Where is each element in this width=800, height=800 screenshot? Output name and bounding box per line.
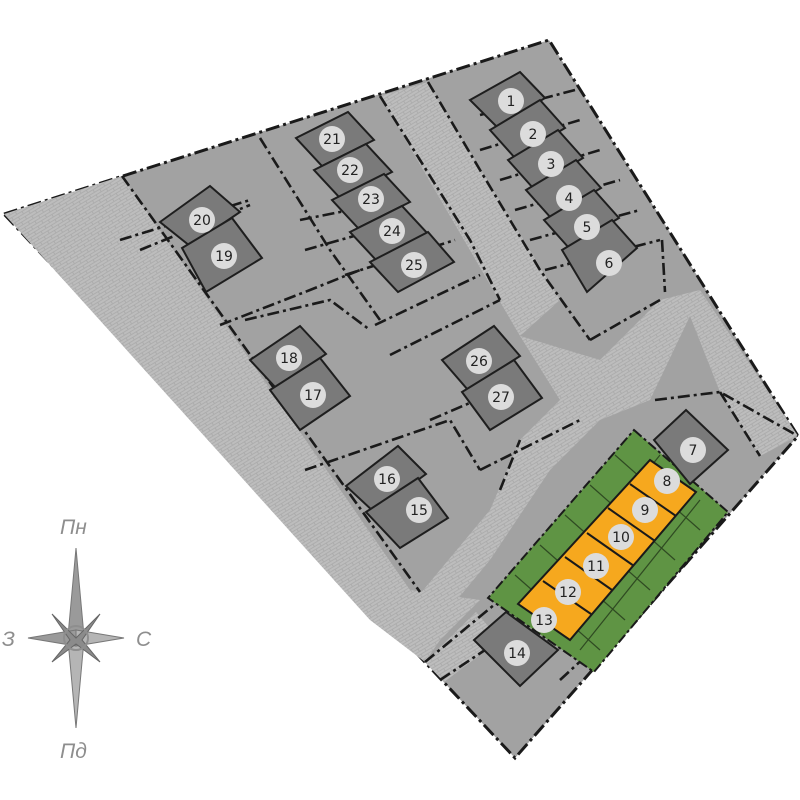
compass-north-arrow	[67, 547, 85, 637]
plot-badge	[583, 553, 609, 579]
plot-marker-20[interactable]: 20	[189, 207, 215, 233]
plot-marker-26[interactable]: 26	[466, 348, 492, 374]
plot-badge	[488, 384, 514, 410]
plot-number-label: 16	[378, 472, 396, 488]
road-west-diagonal	[4, 176, 480, 662]
plot-marker-8[interactable]: 8	[654, 468, 680, 494]
plot-marker-14[interactable]: 14	[504, 640, 530, 666]
plot-badge	[319, 126, 345, 152]
compass-south-arrow	[67, 639, 85, 729]
road-east-spur	[660, 290, 798, 456]
plot-marker-10[interactable]: 10	[608, 524, 634, 550]
plot-number-label: 17	[304, 388, 322, 404]
plot-marker-11[interactable]: 11	[583, 553, 609, 579]
road-loop-south	[415, 300, 690, 620]
plot-number-label: 26	[470, 354, 488, 370]
compass-label-south: Пд	[60, 740, 87, 763]
plot-marker-24[interactable]: 24	[379, 218, 405, 244]
plot-badge	[680, 437, 706, 463]
plot-badge	[406, 497, 432, 523]
plot-marker-4[interactable]: 4	[556, 185, 582, 211]
plot-marker-12[interactable]: 12	[555, 579, 581, 605]
plot-number-label: 9	[641, 503, 650, 519]
plot-number-label: 27	[492, 390, 510, 406]
plot-badge	[538, 151, 564, 177]
plot-badge	[374, 466, 400, 492]
road-central-vertical	[380, 82, 560, 336]
plot-number-label: 19	[215, 249, 233, 265]
plot-marker-27[interactable]: 27	[488, 384, 514, 410]
plot-badge	[401, 252, 427, 278]
plot-marker-3[interactable]: 3	[538, 151, 564, 177]
plot-number-label: 15	[410, 503, 428, 519]
plot-badge	[596, 250, 622, 276]
plot-marker-19[interactable]: 19	[211, 243, 237, 269]
plot-marker-22[interactable]: 22	[337, 157, 363, 183]
plot-number-label: 20	[193, 213, 211, 229]
plot-number-label: 25	[405, 258, 423, 274]
plot-badge	[337, 157, 363, 183]
plot-marker-7[interactable]: 7	[680, 437, 706, 463]
plot-number-label: 24	[383, 224, 401, 240]
territory-boundary	[1, 38, 800, 761]
plot-badge	[555, 579, 581, 605]
plot-number-label: 13	[535, 613, 553, 629]
compass-label-east: С	[136, 628, 152, 651]
plot-badge	[632, 497, 658, 523]
plot-badge	[300, 382, 326, 408]
plot-number-label: 11	[587, 559, 605, 575]
plot-number-label: 22	[341, 163, 359, 179]
compass-rose: Пн Пд З С	[2, 516, 152, 763]
plot-badge	[211, 243, 237, 269]
plot-marker-6[interactable]: 6	[596, 250, 622, 276]
plot-number-label: 21	[323, 132, 341, 148]
road-network	[4, 82, 798, 682]
plot-marker-25[interactable]: 25	[401, 252, 427, 278]
plot-marker-13[interactable]: 13	[531, 607, 557, 633]
plot-number-label: 23	[362, 192, 380, 208]
plot-number-label: 4	[565, 191, 574, 207]
plot-number-label: 3	[547, 157, 556, 173]
plot-number-label: 1	[507, 94, 516, 110]
plot-number-label: 8	[663, 474, 672, 490]
compass-label-west: З	[2, 628, 15, 651]
plot-number-label: 14	[508, 646, 526, 662]
plot-marker-17[interactable]: 17	[300, 382, 326, 408]
plot-badges: 1234567891011121314151617181920212223242…	[189, 88, 706, 666]
plot-badge	[654, 468, 680, 494]
plot-badge	[574, 214, 600, 240]
plot-marker-2[interactable]: 2	[520, 121, 546, 147]
plot-badge	[276, 345, 302, 371]
plot-number-label: 5	[583, 220, 592, 236]
plot-marker-9[interactable]: 9	[632, 497, 658, 523]
plot-badge	[531, 607, 557, 633]
plot-marker-18[interactable]: 18	[276, 345, 302, 371]
plot-marker-1[interactable]: 1	[498, 88, 524, 114]
plot-badge	[466, 348, 492, 374]
plot-marker-5[interactable]: 5	[574, 214, 600, 240]
plot-number-label: 6	[605, 256, 614, 272]
plot-number-label: 7	[689, 443, 698, 459]
plot-badge	[189, 207, 215, 233]
plot-number-label: 18	[280, 351, 298, 367]
plot-badge	[520, 121, 546, 147]
plot-badge	[556, 185, 582, 211]
plot-badge	[358, 186, 384, 212]
plot-badge	[608, 524, 634, 550]
plot-marker-16[interactable]: 16	[374, 466, 400, 492]
plot-marker-23[interactable]: 23	[358, 186, 384, 212]
plot-marker-15[interactable]: 15	[406, 497, 432, 523]
plot-number-label: 2	[529, 127, 538, 143]
plot-badge	[498, 88, 524, 114]
plot-badge	[504, 640, 530, 666]
compass-label-north: Пн	[60, 516, 87, 539]
plot-number-label: 12	[559, 585, 577, 601]
plot-number-label: 10	[612, 530, 630, 546]
plot-badge	[379, 218, 405, 244]
road-south-spur	[425, 612, 500, 682]
plot-marker-21[interactable]: 21	[319, 126, 345, 152]
